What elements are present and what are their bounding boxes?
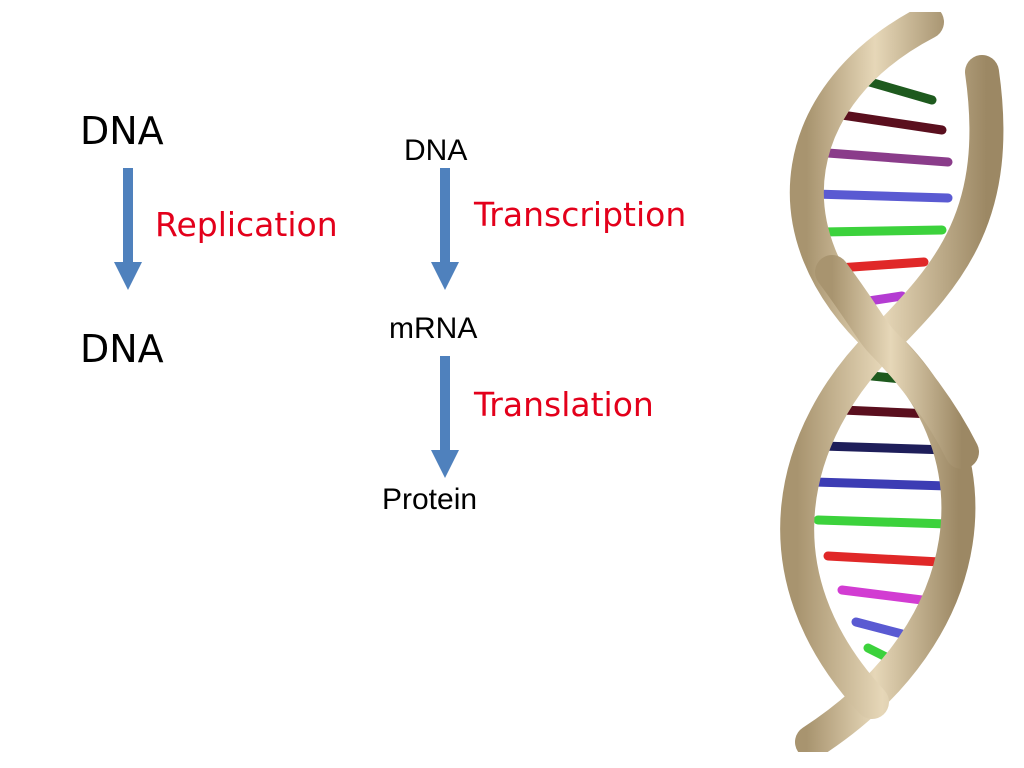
replication-source-dna: DNA (80, 109, 164, 153)
replication-arrow (114, 168, 142, 290)
transcription-source-dna: DNA (404, 134, 468, 167)
transcription-process-label: Transcription (474, 195, 687, 234)
replication-product-dna: DNA (80, 327, 164, 371)
mrna-label: mRNA (389, 312, 478, 345)
replication-process-label: Replication (155, 205, 338, 244)
translation-process-label: Translation (474, 385, 654, 424)
dna-double-helix-icon (780, 12, 1004, 752)
protein-label: Protein (382, 483, 478, 516)
transcription-arrow (431, 168, 459, 290)
translation-arrow (431, 356, 459, 478)
